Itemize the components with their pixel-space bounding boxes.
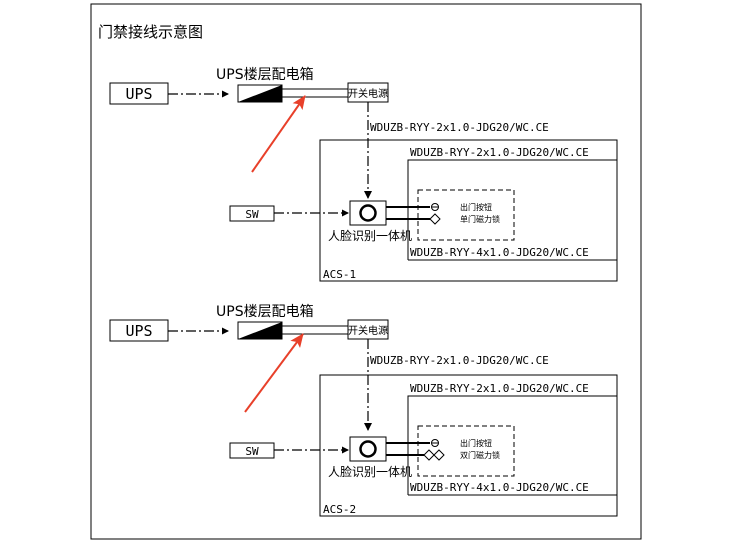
lock-icon-second — [433, 449, 445, 461]
wiring-block-2: UPS UPS楼层配电箱 开关电源 WDUZB-RYY-2x1.0-JDG20/… — [109, 304, 618, 517]
exit-button-label: 出门按钮 — [460, 438, 492, 448]
wiring-block-1: UPS UPS楼层配电箱 开关电源 WDUZB-RYY-2x1.0-JDG20/… — [109, 67, 618, 282]
lock-label: 双门磁力锁 — [460, 450, 500, 460]
sw-label: SW — [245, 208, 259, 221]
ups-label: UPS — [125, 85, 152, 103]
switch-power-label: 开关电源 — [348, 324, 388, 337]
sw-label: SW — [245, 445, 259, 458]
switch-power-label: 开关电源 — [348, 87, 388, 100]
exit-button-label: 出门按钮 — [460, 202, 492, 212]
inner-cable-label: WDUZB-RYY-2x1.0-JDG20/WC.CE — [410, 146, 589, 159]
lock-label: 单门磁力锁 — [460, 214, 500, 224]
acs-label: ACS-1 — [323, 268, 356, 281]
acs-enclosure — [319, 139, 618, 282]
red-arrow — [251, 95, 306, 173]
distribution-box-fill — [238, 85, 282, 102]
inner-cable-frame — [407, 395, 617, 495]
diagram-title: 门禁接线示意图 — [98, 23, 203, 41]
distribution-box-label: UPS楼层配电箱 — [216, 67, 314, 83]
inner-cable-label: WDUZB-RYY-2x1.0-JDG20/WC.CE — [410, 382, 589, 395]
lock-cable-label: WDUZB-RYY-4x1.0-JDG20/WC.CE — [410, 246, 589, 259]
distribution-box-fill — [238, 322, 282, 339]
lock-cable-label: WDUZB-RYY-4x1.0-JDG20/WC.CE — [410, 481, 589, 494]
face-unit-label: 人脸识别一体机 — [328, 229, 412, 243]
face-camera-icon — [359, 204, 377, 222]
inner-cable-frame — [407, 159, 617, 260]
face-camera-icon — [359, 440, 377, 458]
acs-enclosure — [319, 374, 618, 517]
distribution-box-label: UPS楼层配电箱 — [216, 304, 314, 320]
acs-label: ACS-2 — [323, 503, 356, 516]
main-cable-label: WDUZB-RYY-2x1.0-JDG20/WC.CE — [370, 121, 549, 134]
lock-icon — [429, 213, 441, 225]
drawing-frame — [90, 3, 642, 540]
ups-label: UPS — [125, 322, 152, 340]
main-cable-label: WDUZB-RYY-2x1.0-JDG20/WC.CE — [370, 354, 549, 367]
face-unit-label: 人脸识别一体机 — [328, 465, 412, 479]
terminal-dashed-box — [417, 425, 515, 477]
lock-icon — [423, 449, 435, 461]
red-arrow — [244, 333, 304, 413]
terminal-dashed-box — [417, 189, 515, 241]
